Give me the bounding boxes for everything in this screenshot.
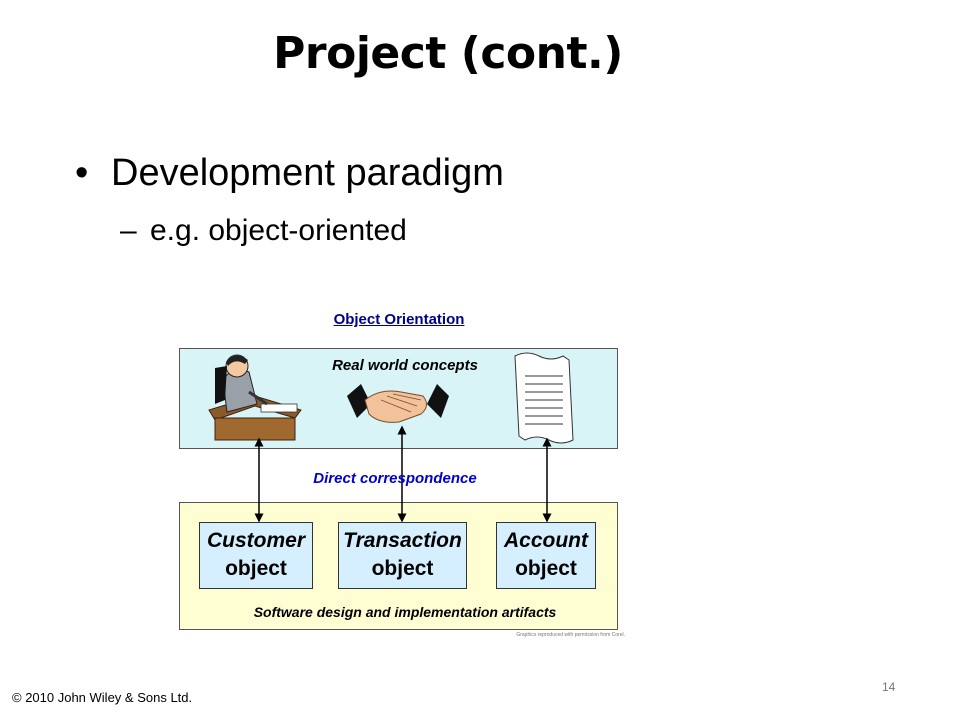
- diagram-title: Object Orientation: [333, 311, 465, 328]
- transaction-object-box: Transaction object: [338, 522, 467, 589]
- account-object-box: Account object: [496, 522, 596, 589]
- copyright-notice: © 2010 John Wiley & Sons Ltd.: [12, 690, 193, 705]
- object-kind: object: [225, 557, 287, 580]
- document-icon: [514, 352, 574, 444]
- sub-bullet-dash: –: [120, 214, 137, 247]
- sub-bullet-item: –e.g. object-oriented: [120, 214, 407, 248]
- object-name: Customer: [206, 529, 306, 552]
- real-world-label: Real world concepts: [332, 357, 478, 374]
- sub-bullet-text: e.g. object-oriented: [150, 214, 407, 247]
- object-kind: object: [515, 557, 577, 580]
- bullet-item: • Development paradigm: [75, 152, 504, 195]
- page-number: 14: [882, 680, 896, 694]
- businessman-icon: [208, 354, 302, 441]
- bullet-dot: •: [75, 152, 89, 194]
- object-kind: object: [371, 557, 434, 580]
- object-name: Transaction: [343, 529, 462, 552]
- slide-title: Project (cont.): [273, 28, 623, 79]
- handshake-icon: [347, 384, 449, 423]
- software-artifacts-label: Software design and implementation artif…: [253, 604, 557, 620]
- graphics-credit: Graphics reproduced with permission from…: [516, 632, 625, 638]
- bullet-text: Development paradigm: [111, 152, 504, 194]
- object-name: Account: [504, 529, 588, 552]
- object-orientation-diagram: Object Orientation: [175, 300, 635, 660]
- diagram-graphics: [208, 352, 574, 523]
- direct-correspondence-label: Direct correspondence: [313, 470, 477, 487]
- customer-object-box: Customer object: [199, 522, 313, 589]
